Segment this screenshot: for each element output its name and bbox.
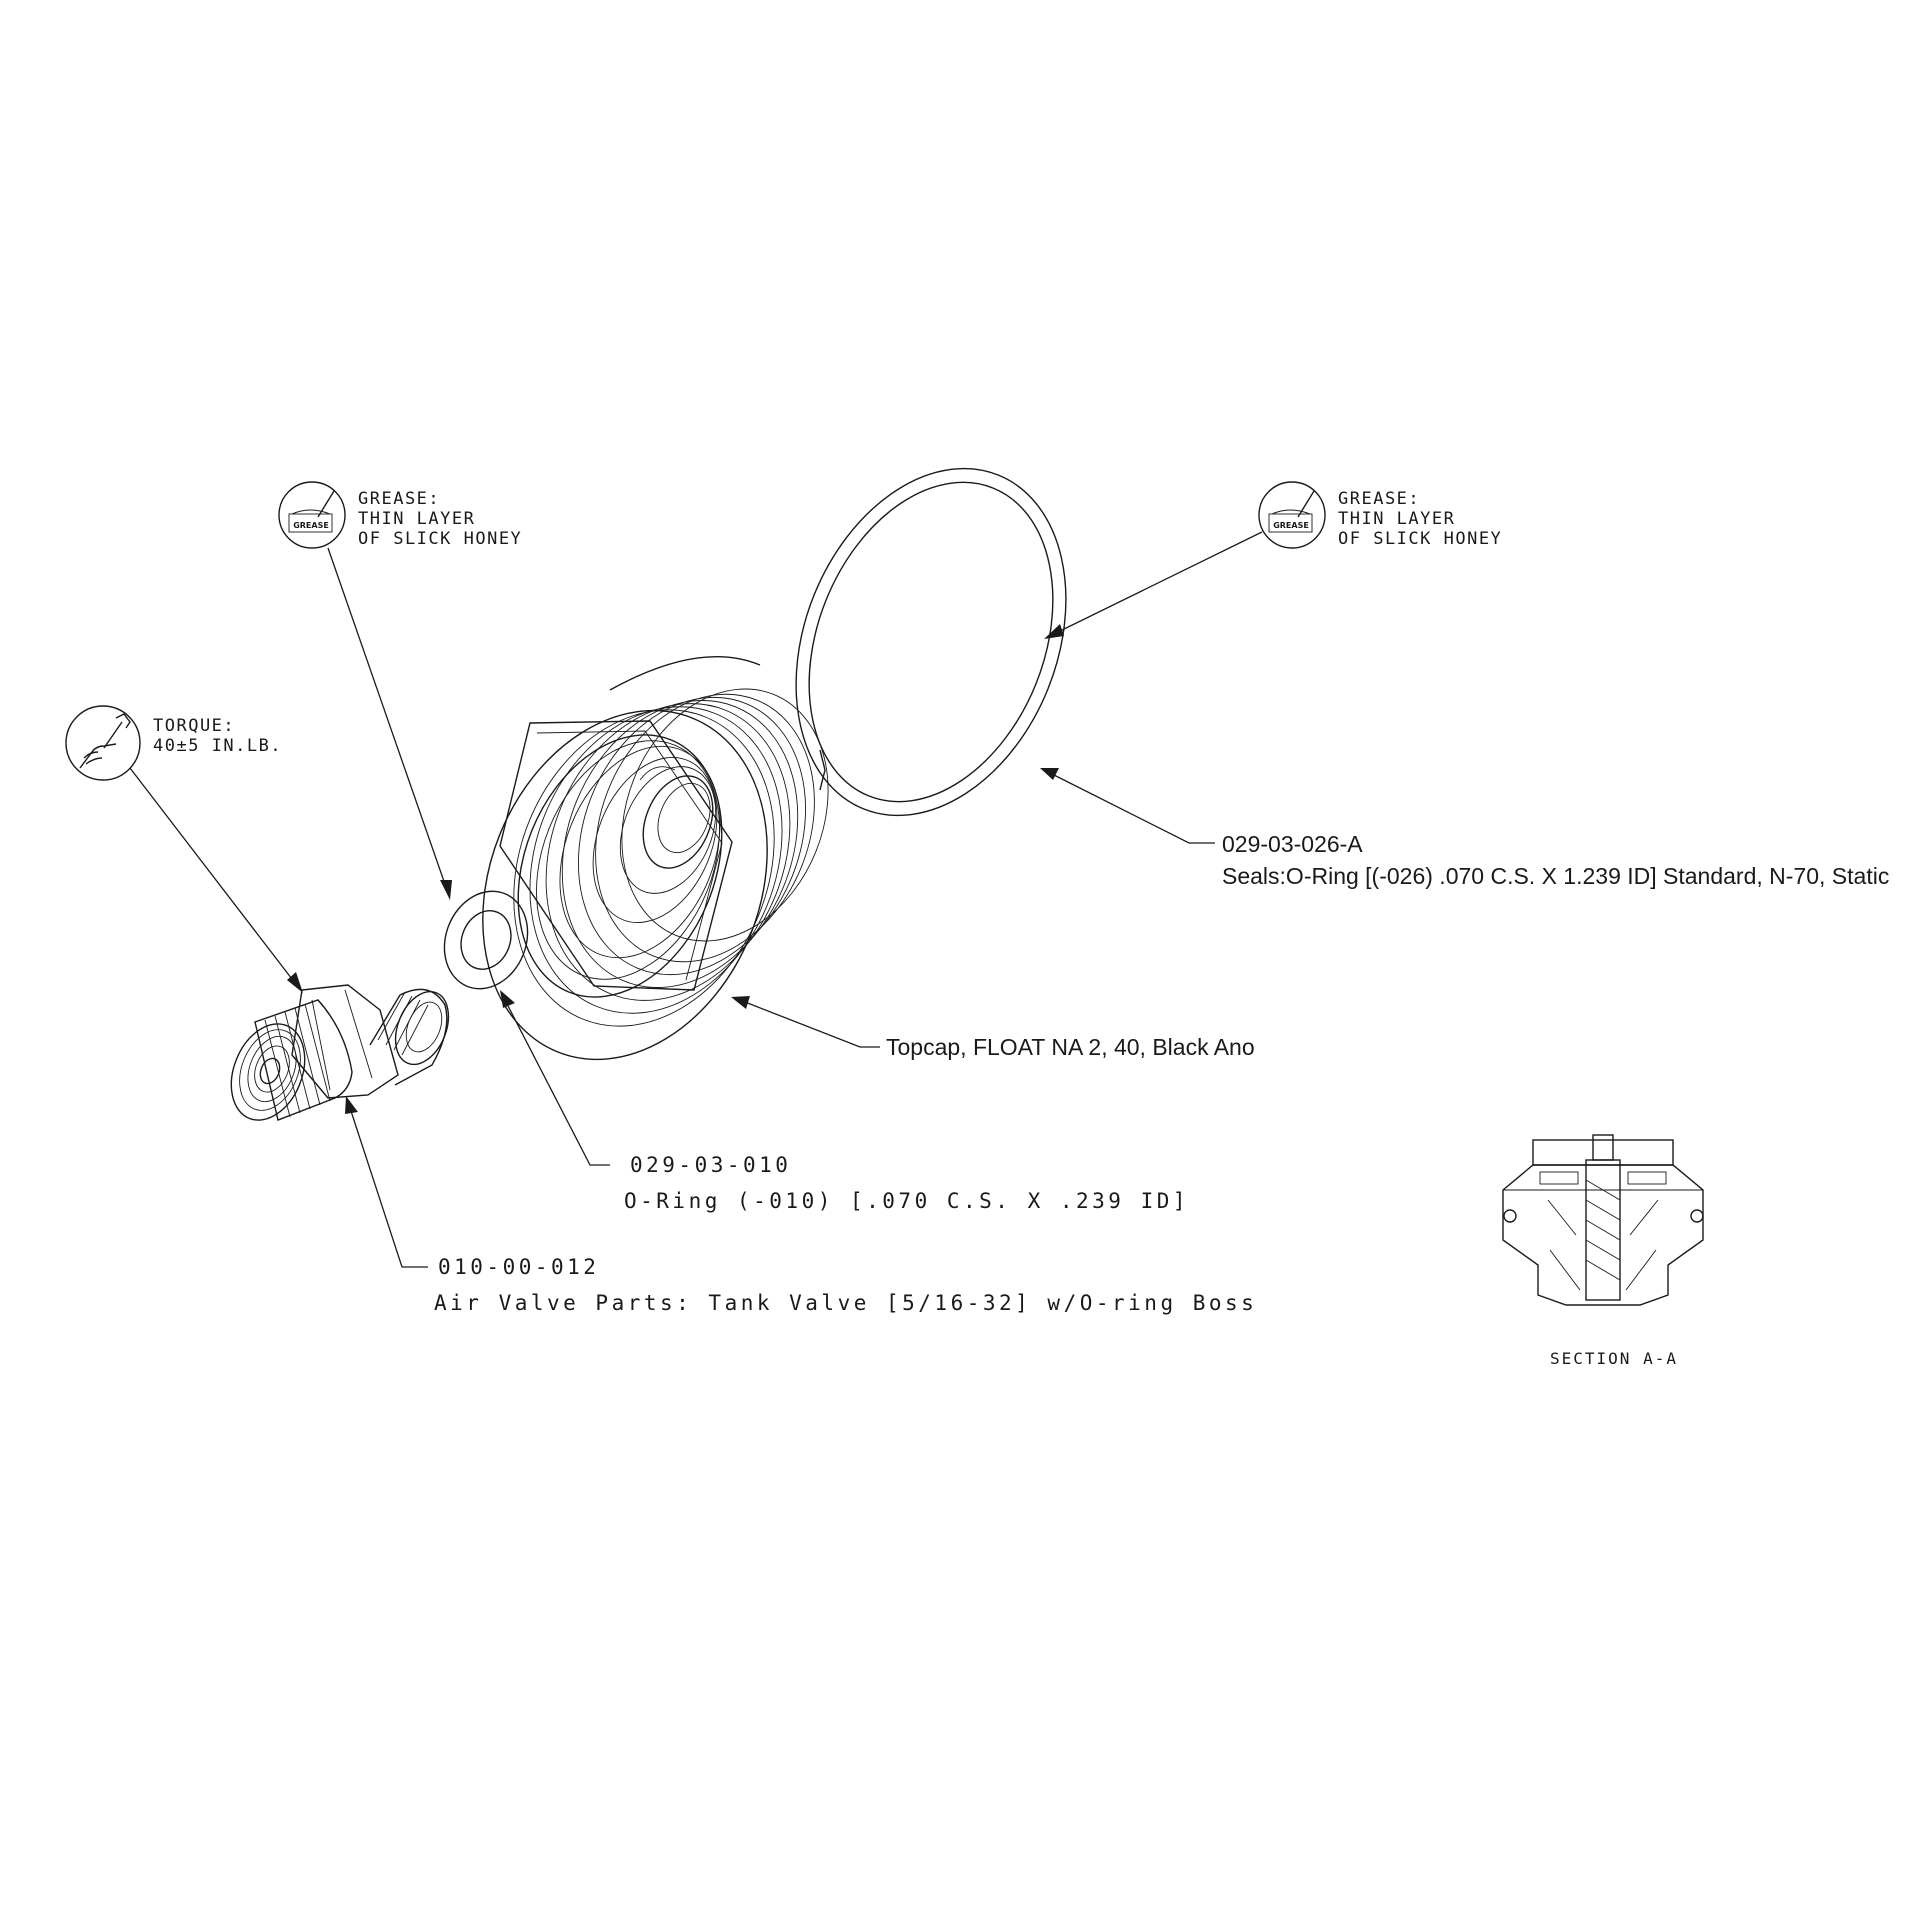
callout-topcap: Topcap, FLOAT NA 2, 40, Black Ano xyxy=(886,1034,1255,1060)
grease-note-left-line1: GREASE: xyxy=(358,489,440,509)
valve-description: Air Valve Parts: Tank Valve [5/16-32] w/… xyxy=(434,1291,1257,1315)
callout-large-oring: 029-03-026-A Seals:O-Ring [(-026) .070 C… xyxy=(1222,831,1889,889)
grease-icon-left: GREASE xyxy=(278,481,346,549)
grease-note-right: GREASE: THIN LAYER OF SLICK HONEY xyxy=(1338,489,1502,549)
grease-icon-right: GREASE xyxy=(1258,481,1326,549)
large-oring-description: Seals:O-Ring [(-026) .070 C.S. X 1.239 I… xyxy=(1222,863,1889,889)
section-a-a-view xyxy=(1502,1134,1704,1306)
leader-grease-right xyxy=(1044,531,1263,639)
leader-small-oring xyxy=(500,990,610,1166)
topcap-description: Topcap, FLOAT NA 2, 40, Black Ano xyxy=(886,1034,1255,1060)
small-oring-part-number: 029-03-010 xyxy=(630,1153,791,1177)
grease-note-left-line2: THIN LAYER xyxy=(358,509,475,529)
torque-note: TORQUE: 40±5 IN.LB. xyxy=(153,716,282,756)
topcap-hex xyxy=(499,720,733,991)
small-oring-part xyxy=(443,890,529,990)
large-oring-part xyxy=(795,467,1067,817)
section-a-a-label: SECTION A-A xyxy=(1550,1349,1678,1368)
torque-wrench-icon xyxy=(65,705,141,781)
grease-note-right-line2: THIN LAYER xyxy=(1338,509,1455,529)
leader-topcap xyxy=(731,996,880,1048)
topcap-part xyxy=(482,656,829,1061)
torque-note-line1: TORQUE: xyxy=(153,716,235,736)
large-oring-part-number: 029-03-026-A xyxy=(1222,831,1363,857)
air-valve-part xyxy=(230,984,450,1121)
leader-grease-left xyxy=(327,547,452,900)
callout-small-oring: 029-03-010 O-Ring (-010) [.070 C.S. X .2… xyxy=(624,1153,1189,1213)
grease-icon-left-label: GREASE xyxy=(293,521,329,530)
grease-note-left-line3: OF SLICK HONEY xyxy=(358,529,522,549)
leader-torque xyxy=(129,767,303,993)
leader-large-oring xyxy=(1040,768,1215,844)
leader-valve xyxy=(345,1096,428,1268)
topcap-thread-body xyxy=(513,656,829,1027)
grease-icon-right-label: GREASE xyxy=(1273,521,1309,530)
torque-note-line2: 40±5 IN.LB. xyxy=(153,736,282,756)
small-oring-description: O-Ring (-010) [.070 C.S. X .239 ID] xyxy=(624,1189,1189,1213)
callout-valve: 010-00-012 Air Valve Parts: Tank Valve [… xyxy=(434,1255,1257,1315)
grease-note-left: GREASE: THIN LAYER OF SLICK HONEY xyxy=(358,489,522,549)
valve-part-number: 010-00-012 xyxy=(438,1255,599,1279)
grease-note-right-line1: GREASE: xyxy=(1338,489,1420,509)
grease-note-right-line3: OF SLICK HONEY xyxy=(1338,529,1502,549)
